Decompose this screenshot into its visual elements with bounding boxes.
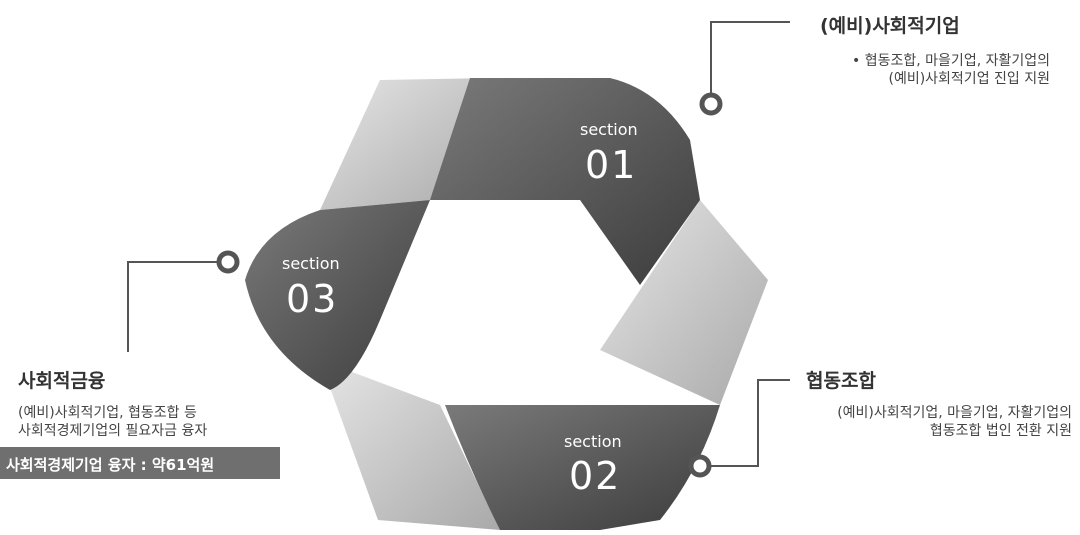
connector-dot-top-right xyxy=(699,92,723,116)
dark-band-section-03 xyxy=(245,200,430,390)
callout-top-right-title: (예비)사회적기업 xyxy=(820,15,960,37)
connector-dot-bottom-right xyxy=(688,454,712,478)
callout-left-line-2: 사회적경제기업의 필요자금 융자 xyxy=(18,423,208,439)
light-band-right xyxy=(600,200,768,405)
light-band-top-left xyxy=(320,78,490,210)
section-02-label: section xyxy=(564,432,622,451)
callout-top-right-desc: • 협동조합, 마을기업, 자활기업의 (예비)사회적기업 진입 지원 xyxy=(720,52,1050,88)
callout-left-line-1: (예비)사회적기업, 협동조합 등 xyxy=(18,405,197,421)
section-01-number: 01 xyxy=(585,143,638,187)
callout-left-desc: (예비)사회적기업, 협동조합 등 사회적경제기업의 필요자금 융자 xyxy=(18,404,278,440)
callout-bottom-right-desc: (예비)사회적기업, 마을기업, 자활기업의 협동조합 법인 전환 지원 xyxy=(752,404,1072,440)
loan-amount-badge: 사회적경제기업 융자 : 약61억원 xyxy=(0,447,280,479)
light-band-bottom-left xyxy=(320,360,500,530)
connector-dot-left xyxy=(216,250,240,274)
dark-band-section-01 xyxy=(430,78,700,285)
callout-left-title: 사회적금융 xyxy=(18,370,106,392)
section-01-label: section xyxy=(580,120,638,139)
dark-band-section-02 xyxy=(445,405,720,530)
section-03-number: 03 xyxy=(286,277,339,321)
connector-top-right xyxy=(710,21,790,94)
callout-bottom-right-title: 협동조합 xyxy=(806,370,876,392)
connector-left xyxy=(127,261,220,352)
callout-top-right-line-2: (예비)사회적기업 진입 지원 xyxy=(888,71,1050,87)
loan-amount-text: 사회적경제기업 융자 : 약61억원 xyxy=(6,456,215,474)
connector-bottom-right xyxy=(708,379,790,467)
section-02-number: 02 xyxy=(569,454,622,498)
callout-top-right-line-1: • 협동조합, 마을기업, 자활기업의 xyxy=(852,53,1050,69)
callout-bottom-right-line-1: (예비)사회적기업, 마을기업, 자활기업의 xyxy=(837,405,1072,421)
callout-bottom-right-line-2: 협동조합 법인 전환 지원 xyxy=(929,423,1072,439)
section-03-label: section xyxy=(282,254,340,273)
